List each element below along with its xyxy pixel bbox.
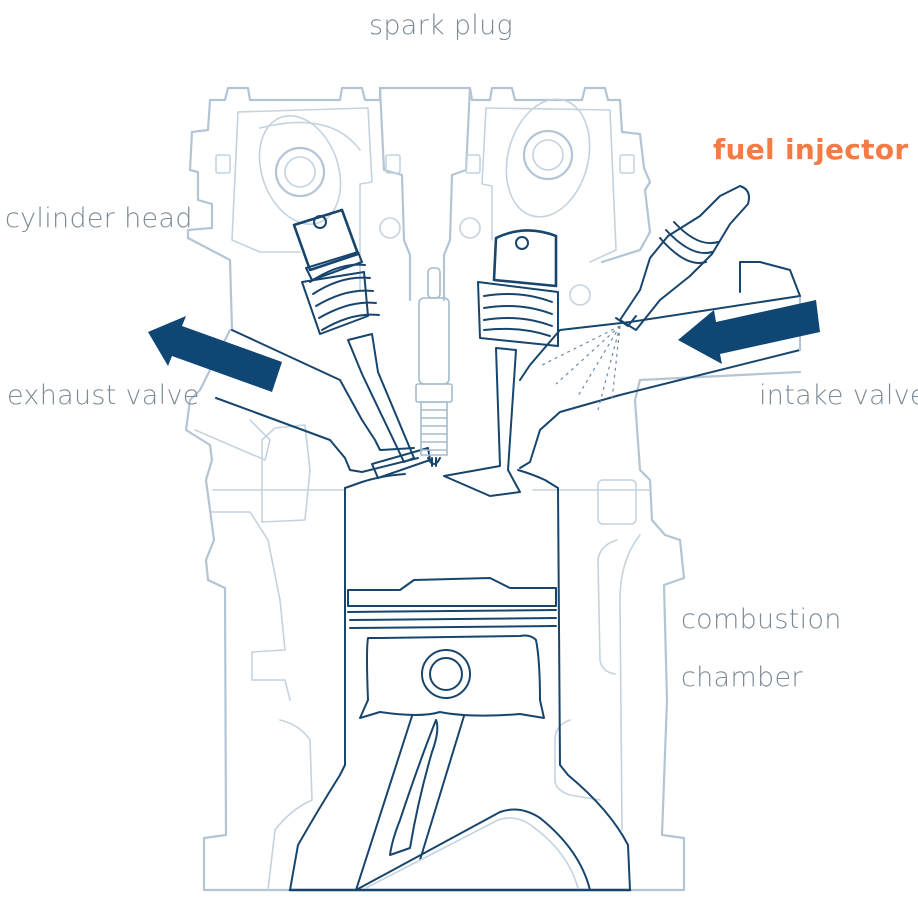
exhaust-valve	[292, 208, 431, 479]
exhaust-flow-arrow	[148, 316, 282, 392]
piston	[347, 577, 557, 719]
spark-plug	[415, 267, 453, 467]
intake-flow-arrow	[678, 300, 820, 364]
label-fuel-injector: fuel injector	[713, 133, 909, 166]
label-spark-plug: spark plug	[369, 10, 514, 41]
exhaust-port	[215, 329, 419, 473]
label-cylinder-head: cylinder head	[5, 203, 193, 234]
fuel-spray	[539, 325, 621, 411]
intake-valve	[443, 229, 559, 497]
intake-port	[519, 261, 802, 469]
label-exhaust-valve: exhaust valve	[7, 380, 200, 411]
cylinder-bore	[288, 469, 632, 892]
connecting-rod	[355, 715, 591, 891]
label-intake-valve: intake valve	[759, 380, 918, 411]
label-combustion: combustion	[681, 604, 842, 635]
fuel-injector	[615, 185, 750, 331]
label-chamber: chamber	[681, 662, 803, 693]
